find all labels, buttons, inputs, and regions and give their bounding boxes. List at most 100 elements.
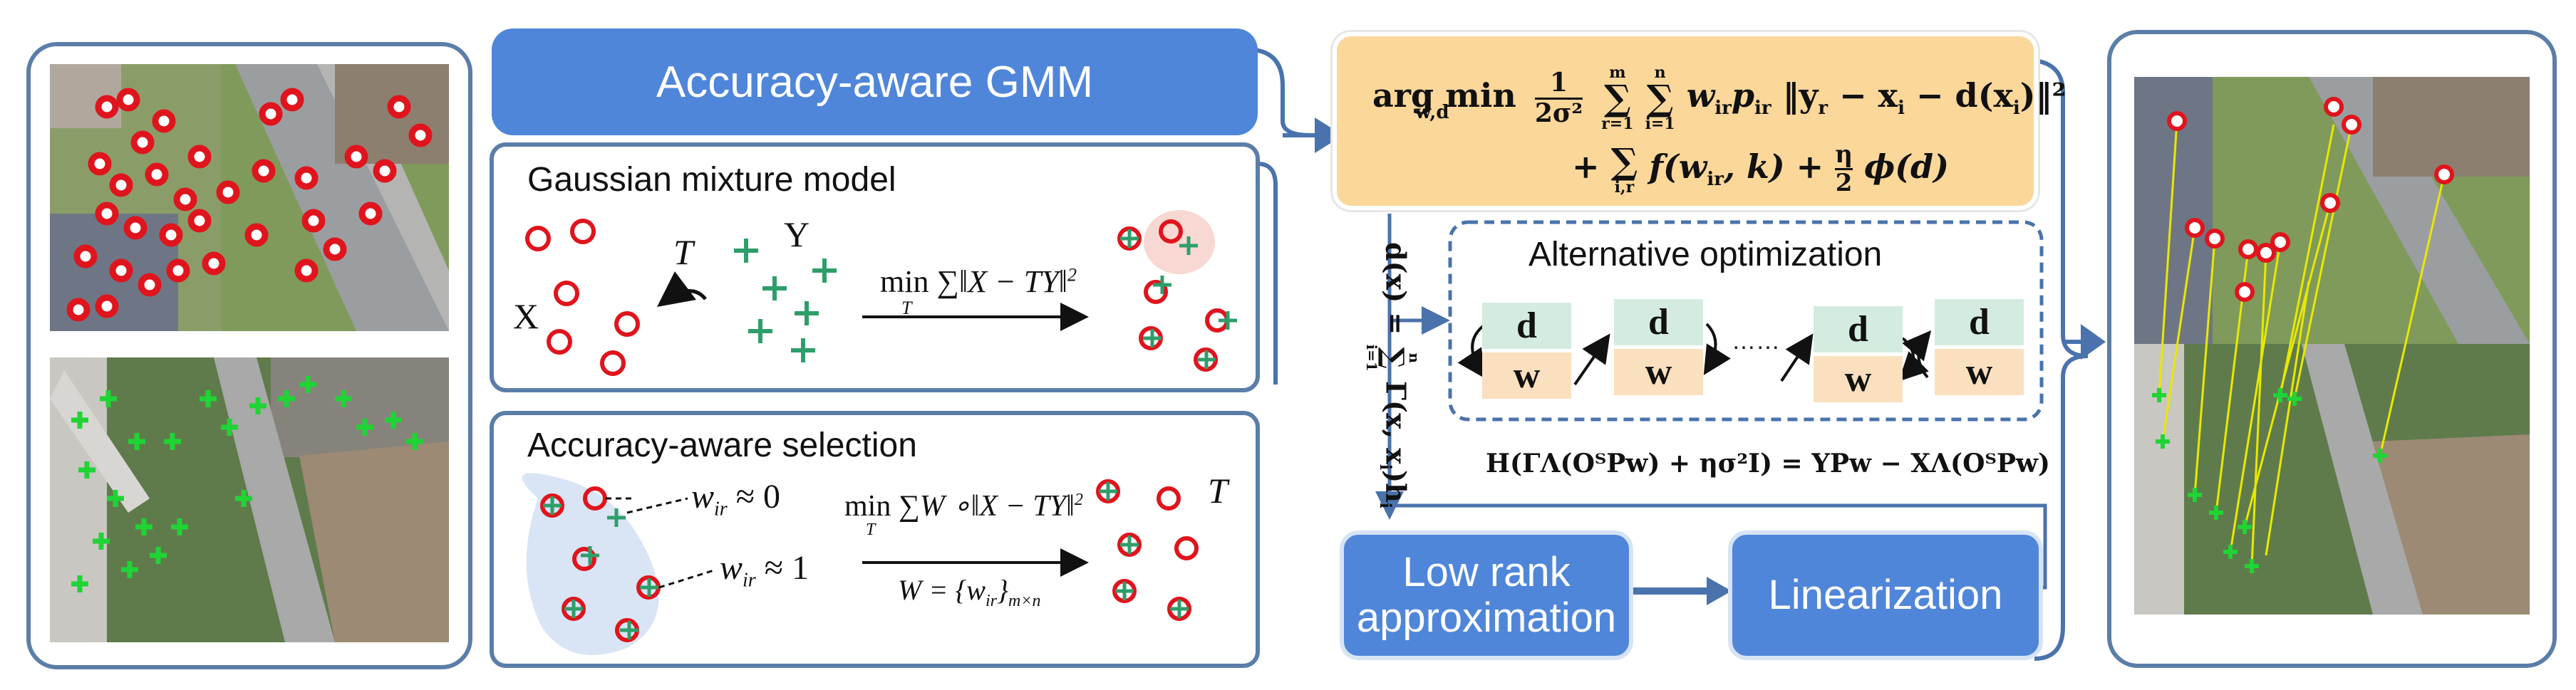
node-w-3: w: [1814, 356, 1903, 402]
selection-w-high-label: w: [720, 549, 743, 587]
formula-line2-plus: +: [1572, 147, 1600, 186]
gmm-objective: min ∑‖X − TY‖2 T: [880, 263, 1077, 318]
side-eq-sum: n ∑ i=1: [1363, 344, 1423, 372]
selection-weight-def-sub: ir: [986, 592, 998, 610]
selection-w-low-sub: ir: [714, 498, 728, 521]
formula-line2-sum-bottom: i,r: [1614, 177, 1635, 197]
selection-objective-body: ∑W ∘‖X − TY‖: [898, 490, 1075, 523]
selection-w-high: wir ≈ 1: [720, 548, 809, 592]
formula-frac-den: 2σ²: [1534, 98, 1583, 128]
low-rank-line-2: approximation: [1356, 595, 1617, 641]
selection-w-high-sub: ir: [743, 569, 756, 592]
header-title-pill: Accuracy-aware GMM: [492, 28, 1258, 135]
formula-argmin-sub: w,d: [1415, 102, 1449, 123]
gmm-label-t: T: [673, 232, 693, 272]
right-arrow-icon: [1315, 117, 1343, 153]
node-d-2: d: [1614, 299, 1703, 345]
gmm-green-plus: [734, 239, 837, 362]
selection-title: Accuracy-aware selection: [527, 427, 917, 464]
selection-w-low: wir ≈ 0: [691, 477, 780, 521]
gmm-objective-sub: T: [901, 298, 912, 318]
formula-sum1-top: m: [1609, 63, 1626, 82]
side-eq-rhs: Γ(x, x: [1380, 381, 1412, 464]
side-eq-rhs-sub: i: [1375, 464, 1395, 471]
selection-weight-def-dims: m×n: [1008, 592, 1041, 610]
side-eq-rhs-end: )h: [1380, 470, 1412, 503]
gmm-objective-min: min: [880, 264, 929, 299]
node-w-4: w: [1935, 349, 2024, 395]
formula-line2-f-sub: ir: [1707, 169, 1724, 191]
curved-arrow-icon: [656, 271, 707, 307]
formula-eta-num: η: [1835, 141, 1853, 171]
optimization-title: Alternative optimization: [1528, 236, 1883, 273]
node-w-2: w: [1614, 349, 1703, 395]
formula-norm: ‖y: [1782, 76, 1819, 115]
right-aerial-image: [2134, 77, 2530, 615]
linearization-box: Linearization: [1728, 530, 2043, 660]
node-d-3: d: [1814, 306, 1903, 352]
optimization-dots: ……: [1732, 328, 1780, 355]
gmm-objective-body: ∑‖X − TY‖: [936, 264, 1068, 299]
low-rank-approximation-box: Low rank approximation: [1340, 530, 1633, 660]
formula-frac-num: 1: [1534, 68, 1583, 100]
formula-sum2-top: n: [1654, 63, 1666, 82]
formula-norm-end: − d(x: [1904, 76, 2013, 115]
header-title: Accuracy-aware GMM: [656, 57, 1094, 107]
optimization-equation: H(ΓΛ(OᵀPw) + ησ²I) = YPw − XΛ(OᵀPw): [1486, 449, 2050, 479]
formula-sum-2: n ∑ i=1: [1645, 63, 1675, 133]
formula-sum-1: m ∑ r=1: [1601, 63, 1634, 133]
gmm-objective-sup: 2: [1067, 264, 1077, 286]
formula-norm-end-sub: i: [2012, 98, 2020, 120]
selection-weight-def-text: W = {w: [898, 574, 986, 606]
selection-w-low-value: ≈ 0: [735, 478, 781, 516]
selection-objective-min: min: [844, 490, 891, 523]
formula-line2-f: f(w: [1649, 147, 1707, 186]
formula-argmin: arg min: [1372, 76, 1516, 115]
gmm-title: Gaussian mixture model: [527, 161, 896, 199]
selection-label-t: T: [1208, 471, 1228, 511]
selection-objective-sub: T: [866, 521, 876, 539]
selection-objective: min ∑W ∘‖X − TY‖2 T: [844, 488, 1083, 539]
formula-w-sub: ir: [1714, 98, 1732, 120]
red-markers-top: [66, 88, 433, 322]
formula-eta-den: 2: [1835, 169, 1853, 198]
selection-w-low-label: w: [691, 478, 715, 516]
gmm-label-y: Y: [784, 214, 810, 254]
formula-sum1-bottom: r=1: [1601, 115, 1634, 133]
green-markers-bottom: [71, 376, 423, 592]
formula-line-2: + ∑ i,r f(wir, k) + η 2 ϕ(d): [1572, 140, 1949, 198]
formula-norm-rest: − x: [1828, 76, 1898, 115]
formula-line-1: arg min w,d 1 2σ² m ∑ r=1 n ∑ i=1 wirpir…: [1372, 65, 2067, 132]
formula-line2-f-rest: , k) +: [1723, 147, 1824, 186]
node-w-1: w: [1482, 352, 1571, 399]
right-arrow-icon: [1707, 577, 1732, 605]
low-rank-line-1: Low rank: [1402, 549, 1571, 596]
node-d-4: d: [1935, 299, 2024, 345]
formula-phi: ϕ(d): [1863, 147, 1949, 186]
formula-eta-fraction: η 2: [1835, 141, 1853, 198]
side-eq-sum-bottom: i=1: [1363, 344, 1380, 372]
formula-norm-sub: r: [1818, 98, 1828, 120]
side-equation: d(x) = n ∑ i=1 Γ(x, xi)hi: [1363, 242, 1423, 527]
formula-line2-sum: ∑ i,r: [1610, 140, 1638, 197]
side-eq-rhs-end-sub: i: [1375, 502, 1395, 509]
correspondence-lines: [2158, 120, 2446, 567]
formula-p-sub: ir: [1754, 98, 1771, 120]
selection-w-high-value: ≈ 1: [764, 549, 809, 587]
node-d-1: d: [1482, 303, 1571, 349]
selection-objective-sup: 2: [1074, 491, 1083, 509]
selection-weight-def-end: }: [997, 574, 1009, 606]
formula-p: p: [1731, 76, 1755, 115]
gmm-overlap-blob: [1144, 210, 1215, 274]
formula-norm-close: )‖²: [2019, 76, 2067, 115]
formula-norm-rest-sub: i: [1898, 98, 1905, 120]
formula-sum2-bottom: i=1: [1645, 115, 1675, 133]
formula-w: w: [1686, 76, 1715, 115]
gmm-red-circles: [525, 219, 640, 376]
formula-fraction: 1 2σ²: [1534, 68, 1583, 128]
right-arrow-icon: [2081, 324, 2106, 360]
gmm-label-x: X: [513, 296, 539, 336]
selection-weight-def: W = {wir}m×n: [898, 573, 1041, 611]
side-eq-lhs: d(x) =: [1380, 242, 1412, 335]
